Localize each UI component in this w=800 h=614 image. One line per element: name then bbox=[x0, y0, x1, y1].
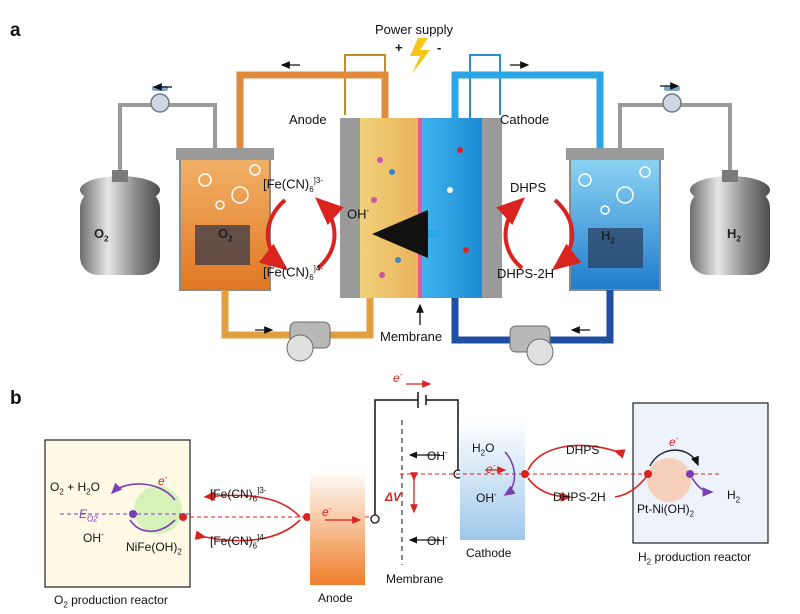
ptni-catalyst-circle bbox=[647, 458, 691, 502]
oh-bottom-label: OH- bbox=[427, 533, 448, 548]
fecn-level-dot bbox=[303, 513, 311, 521]
fecn-cycle-arrow-right bbox=[315, 197, 344, 270]
ptni-electron-arc bbox=[649, 449, 699, 467]
hydroxide-label: OH- bbox=[347, 206, 370, 222]
h2-gas-tank bbox=[690, 170, 770, 275]
dhps-arrow-top bbox=[527, 444, 626, 471]
cathode-top-pipe bbox=[451, 71, 604, 150]
ptni-contact-dot bbox=[644, 470, 652, 478]
o2-gas-tank bbox=[80, 170, 160, 275]
oh-top-label: OH- bbox=[427, 448, 448, 463]
oxidation-arrow bbox=[110, 482, 176, 501]
dhps-cycle-arrow-right bbox=[551, 198, 582, 271]
power-supply-wires bbox=[344, 54, 501, 125]
anode-bar bbox=[310, 470, 365, 585]
panel-letter-b: b bbox=[10, 388, 22, 409]
oh-uptake-arc bbox=[129, 519, 176, 533]
h2-reactor-caption: H2 production reactor bbox=[638, 550, 752, 567]
delta-v-label: ΔV bbox=[385, 490, 402, 504]
anode-b-label: Anode bbox=[318, 591, 353, 605]
o2-reactor-caption: O2 production reactor bbox=[54, 593, 168, 610]
o2-tank-label: O2 bbox=[94, 226, 109, 244]
o2-water-label: O2 + H2O bbox=[50, 480, 100, 497]
pump-icon-left bbox=[286, 321, 331, 362]
pump-icon-right bbox=[509, 325, 554, 366]
ferrocyanide-label: [Fe(CN)6]4- bbox=[263, 264, 324, 282]
h2-release-arrow bbox=[691, 477, 714, 497]
membrane-b-label: Membrane bbox=[386, 572, 444, 586]
ferricyanide-label: [Fe(CN)6]3- bbox=[263, 176, 324, 194]
anode-terminal bbox=[370, 514, 380, 524]
anode-top-pipe bbox=[236, 71, 389, 150]
anode-electron-label: e- bbox=[322, 504, 332, 519]
membrane-strip bbox=[418, 118, 422, 298]
h2-product-label: H2 bbox=[727, 488, 741, 505]
external-circuit bbox=[374, 392, 459, 518]
lightning-icon bbox=[410, 38, 430, 74]
fecn-cycle-arrow-left bbox=[258, 198, 289, 271]
ferrocyanide-b-label: [Fe(CN)6]4- bbox=[210, 533, 267, 551]
cathode-bottom-pipe bbox=[540, 290, 614, 344]
oh-reactant-label: OH- bbox=[83, 530, 104, 545]
water-reduction-arrow bbox=[503, 451, 516, 496]
dhps-b-label: DHPS bbox=[566, 443, 600, 457]
valve-icon-left bbox=[150, 86, 170, 113]
nifeoh-catalyst-circle bbox=[134, 486, 182, 534]
oh-product-label: OH- bbox=[476, 490, 497, 505]
valve-icon-right bbox=[662, 86, 682, 113]
circuit-electron-label: e- bbox=[393, 370, 403, 385]
catalyst-contact-dot bbox=[179, 513, 187, 521]
cathode-electron-label: e- bbox=[486, 461, 496, 476]
dhps-label: DHPS bbox=[510, 180, 547, 195]
cathode-label: Cathode bbox=[500, 112, 550, 127]
dhps-2h-b-label: DHPS-2H bbox=[553, 490, 606, 504]
cathode-return-pipe bbox=[451, 298, 510, 344]
anode-bottom-pipe bbox=[221, 290, 300, 339]
h2-tank-label: H2 bbox=[727, 226, 741, 244]
o2-reactor-label: O2 bbox=[218, 226, 233, 244]
h2-level-dot bbox=[686, 470, 694, 478]
membrane-label: Membrane bbox=[380, 329, 443, 344]
fecn-reduced-arrow bbox=[194, 519, 301, 542]
minus-sign: - bbox=[437, 40, 442, 55]
o2-production-reactor bbox=[176, 148, 274, 291]
ptni-electron-label: e- bbox=[669, 434, 679, 449]
fecn-oxidized-arrow bbox=[203, 491, 301, 518]
ferricyanide-b-label: [Fe(CN)6]3- bbox=[210, 486, 267, 504]
cathode-bar bbox=[460, 420, 525, 540]
eo2-label: EO2 bbox=[79, 507, 98, 524]
dhps-cycle-arrow-left bbox=[496, 197, 525, 270]
nife-electron-label: e- bbox=[158, 473, 168, 488]
plus-sign: + bbox=[395, 40, 403, 55]
anode-return-pipe bbox=[320, 298, 374, 339]
cathode-b-label: Cathode bbox=[466, 546, 512, 560]
dhps-level-dot bbox=[521, 470, 529, 478]
anode-label: Anode bbox=[289, 112, 327, 127]
ptni-label: Pt-Ni(OH)2 bbox=[637, 502, 695, 519]
dhps-2h-link bbox=[614, 475, 648, 498]
h2-production-reactor bbox=[566, 148, 664, 291]
dhps-2h-label: DHPS-2H bbox=[497, 266, 555, 281]
power-supply-label: Power supply bbox=[375, 22, 454, 37]
electrolytic-cell bbox=[340, 118, 502, 298]
dhps-arrow-bottom bbox=[527, 477, 572, 502]
nifeoh-label: NiFe(OH)2 bbox=[126, 540, 182, 557]
h2-reactor-label: H2 bbox=[601, 228, 615, 246]
panel-letter-a: a bbox=[10, 20, 21, 41]
water-label: H2O bbox=[472, 441, 495, 458]
